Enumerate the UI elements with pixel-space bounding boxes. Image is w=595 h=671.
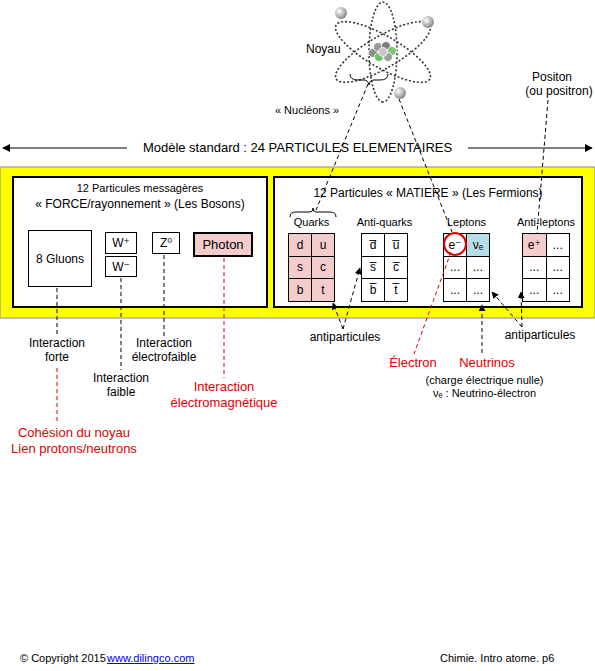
table-cell: e⁻ — [444, 234, 466, 256]
particle-table: Leptonse⁻νₑ............ — [443, 233, 490, 302]
particle-label: Neutrinos — [447, 355, 527, 371]
atom-label: « Nucléons » — [262, 104, 352, 117]
table-cell: s — [289, 257, 311, 279]
table-heading: Anti-leptons — [517, 216, 575, 228]
table-cell: ... — [547, 279, 570, 301]
cell-grid: duscbt — [289, 234, 334, 301]
orbit — [328, 11, 438, 93]
table-cell: c — [312, 257, 334, 279]
group-heading: 12 Particules « MATIERE » (Les Fermions) — [275, 187, 581, 201]
group-heading: 12 Particules messagères — [14, 182, 266, 195]
interaction-label: Interaction électromagnétique — [169, 379, 279, 410]
particle-label: Positon (ou positron) — [523, 70, 595, 99]
particle-box: Z⁰ — [152, 232, 180, 254]
leader-line — [57, 368, 58, 424]
cell-grid: e⁻νₑ............ — [444, 234, 489, 301]
nucleus — [369, 42, 397, 62]
particle-box: W⁻ — [105, 256, 137, 277]
highlight-circle — [444, 233, 466, 255]
orbit — [328, 11, 438, 93]
table-cell: ... — [547, 234, 570, 256]
box-label: W⁻ — [112, 260, 130, 274]
particle-box: 8 Gluons — [28, 230, 92, 287]
web-link: www.dilingco.com — [107, 652, 207, 665]
note-label: (charge électrique nulle) νₑ : Neutrino-… — [422, 374, 547, 400]
nucleon — [379, 48, 388, 57]
table-cell: b — [289, 279, 311, 301]
diagram-title: Modèle standard : 24 PARTICULES ELEMENTA… — [127, 140, 468, 156]
particle-table: Anti-leptonse⁺............... — [522, 233, 570, 302]
group-heading: « FORCE/rayonnement » (Les Bosons) — [14, 198, 266, 212]
table-cell: e⁺ — [523, 234, 546, 256]
table-cell: u̅ — [385, 234, 407, 256]
table-cell: u — [312, 234, 334, 256]
table-cell: ... — [467, 279, 489, 301]
orbits — [328, 2, 438, 102]
table-heading: Quarks — [294, 216, 329, 228]
interaction-label: Interaction forte — [22, 336, 92, 365]
table-cell: ... — [547, 257, 570, 279]
table-cell: ... — [444, 257, 466, 279]
particle-label: Électron — [373, 355, 453, 371]
particle-table: Quarksduscbt — [288, 233, 335, 302]
table-cell: t̅ — [385, 279, 407, 301]
table-cell: s̅ — [362, 257, 384, 279]
table-cell: νₑ — [467, 234, 489, 256]
box-label: Z⁰ — [160, 236, 172, 250]
orbit — [369, 2, 397, 102]
antiparticle-label: antiparticules — [498, 328, 582, 342]
table-cell: d — [289, 234, 311, 256]
particle-box: W⁺ — [105, 232, 137, 254]
antiparticle-label: antiparticules — [303, 330, 387, 344]
box-label: 8 Gluons — [36, 252, 84, 266]
interaction-label: Interaction électrofaible — [122, 336, 206, 365]
table-cell: c̅ — [385, 257, 407, 279]
table-heading: Anti-quarks — [357, 216, 413, 228]
note-label: Cohésion du noyau Lien protons/neutrons — [9, 425, 139, 456]
boson-group-box: 12 Particules messagères « FORCE/rayonnem… — [12, 176, 268, 308]
table-cell: ... — [444, 279, 466, 301]
table-heading: Leptons — [447, 216, 486, 228]
electron-ball — [335, 7, 347, 19]
fermion-group-box: 12 Particules « MATIERE » (Les Fermions)… — [273, 176, 583, 308]
cell-grid: e⁺............... — [523, 234, 569, 301]
atom-label: Noyau — [306, 42, 350, 56]
leader-line — [482, 305, 483, 353]
table-cell: ... — [523, 279, 546, 301]
brace — [350, 74, 388, 85]
photon-box: Photon — [193, 232, 253, 257]
table-cell: ... — [523, 257, 546, 279]
cell-grid: d̅u̅s̅c̅b̅t̅ — [362, 234, 407, 301]
box-label: Photon — [202, 237, 243, 252]
table-cell: b̅ — [362, 279, 384, 301]
electron-ball — [394, 87, 406, 99]
table-cell: t — [312, 279, 334, 301]
particle-table: Anti-quarksd̅u̅s̅c̅b̅t̅ — [361, 233, 408, 302]
copyright: © Copyright 2015 — [20, 652, 110, 665]
table-cell: ... — [467, 257, 489, 279]
page-footer: Chimie. Intro atome. p6 — [440, 652, 590, 665]
electron-ball — [422, 16, 434, 28]
table-cell: d̅ — [362, 234, 384, 256]
interaction-label: Interaction faible — [86, 371, 156, 400]
box-label: W⁺ — [112, 236, 130, 250]
yellow-band — [0, 167, 595, 318]
